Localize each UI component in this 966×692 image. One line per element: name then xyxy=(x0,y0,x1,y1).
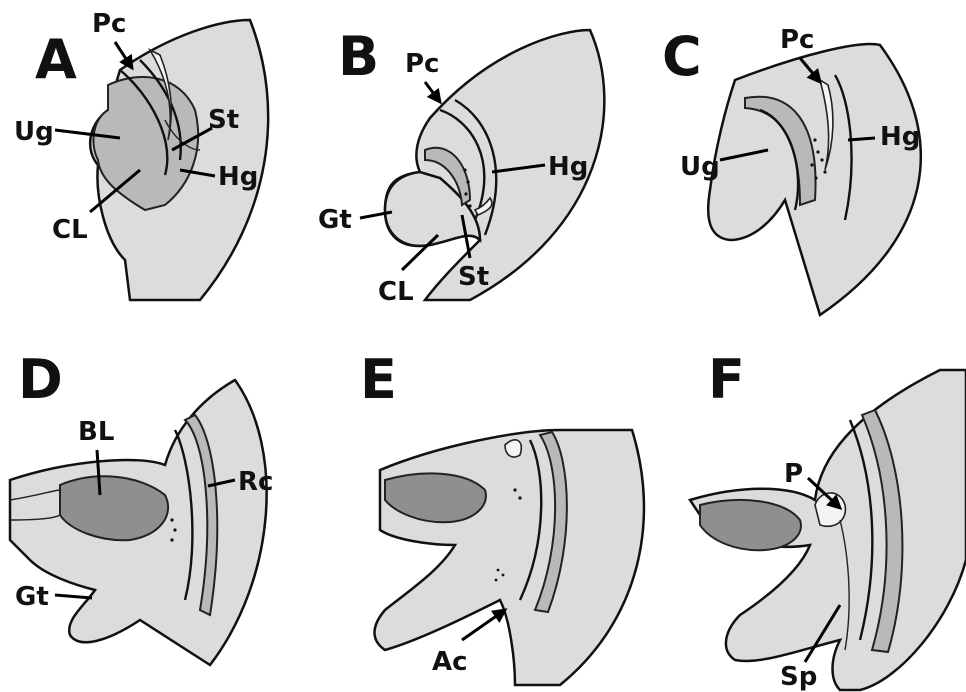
panel-b-label-gt: Gt xyxy=(318,205,352,235)
panel-b-label-cl: CL xyxy=(378,277,414,307)
panel-c-label-pc: Pc xyxy=(780,25,814,55)
panel-e-letter: E xyxy=(360,348,397,411)
panel-c: C Pc Ug Hg xyxy=(662,25,921,315)
panel-a: A Pc Ug St Hg CL xyxy=(14,9,268,300)
panel-d-label-gt: Gt xyxy=(15,582,49,612)
panel-a-label-pc: Pc xyxy=(92,9,126,39)
panel-a-label-st: St xyxy=(208,105,239,135)
panel-d-label-rc: Rc xyxy=(238,467,273,497)
panel-e-label-ac: Ac xyxy=(432,647,468,677)
panel-d-label-bl: BL xyxy=(78,417,114,447)
panel-c-label-hg: Hg xyxy=(880,122,920,152)
panel-d-letter: D xyxy=(18,348,63,411)
panel-c-letter: C xyxy=(662,25,702,88)
panel-a-label-cl: CL xyxy=(52,215,88,245)
panel-f-label-p: P xyxy=(784,459,803,489)
panel-e-body-wall xyxy=(374,430,643,685)
panel-e: E Ac xyxy=(360,348,644,685)
panel-a-label-ug: Ug xyxy=(14,117,54,147)
panel-f-label-sp: Sp xyxy=(780,662,817,692)
panel-c-label-ug: Ug xyxy=(680,152,720,182)
panel-b-label-pc: Pc xyxy=(405,49,439,79)
panel-a-letter: A xyxy=(35,28,77,91)
panel-f-letter: F xyxy=(708,348,745,411)
panel-b-letter: B xyxy=(338,25,379,88)
panel-b-label-st: St xyxy=(458,262,489,292)
panel-d: D BL Rc Gt xyxy=(10,348,273,665)
panel-b-label-hg: Hg xyxy=(548,152,588,182)
panel-f: F P Sp xyxy=(690,348,966,692)
panel-b: B Pc Hg Gt CL St xyxy=(318,25,604,307)
panel-a-label-hg: Hg xyxy=(218,162,258,192)
